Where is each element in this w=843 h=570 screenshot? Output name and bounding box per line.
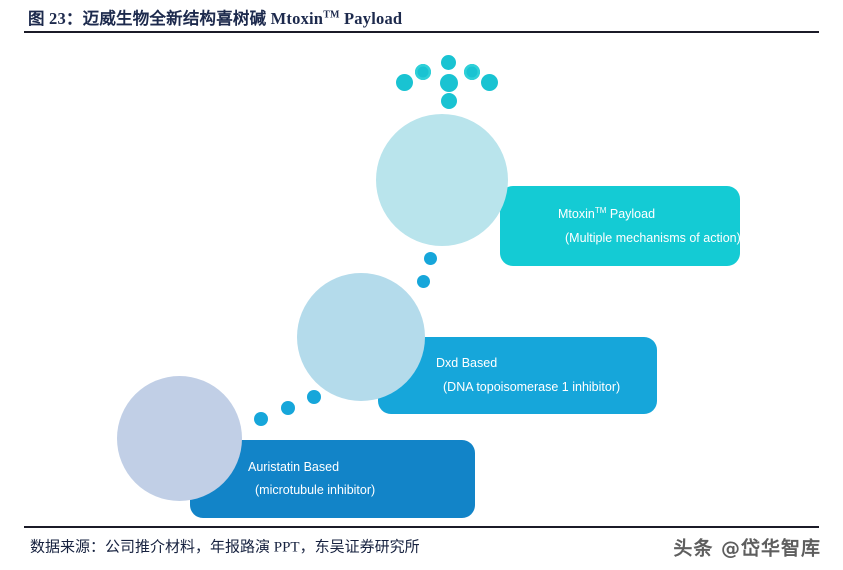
connector-dot-mid-top-b: [417, 275, 430, 288]
connector-dot-bottom-mid-b: [281, 401, 295, 415]
tier-plate-mtoxin[interactable]: MtoxinTM Payload (Multiple mechanisms of…: [500, 186, 741, 266]
trademark-superscript: TM: [594, 206, 607, 216]
burst-dot-top: [441, 55, 456, 70]
tier-label-auristatin: Auristatin Based: [248, 459, 340, 474]
trademark-superscript: TM: [323, 9, 340, 21]
tier-circle-mtoxin: [376, 114, 508, 246]
burst-dot-outer-left: [396, 74, 413, 91]
figure-title-cn: 迈威生物全新结构喜树碱: [82, 9, 267, 28]
tier-plate-dxd[interactable]: Dxd Based (DNA topoisomerase 1 inhibitor…: [378, 337, 657, 414]
figure-title-en: Mtoxin: [270, 9, 324, 28]
connector-dot-mid-top-a: [424, 252, 437, 265]
burst-dot-outer-right: [481, 74, 498, 91]
connector-dot-bottom-mid-a: [307, 390, 321, 404]
footer-divider: [24, 526, 819, 528]
diagram-canvas: MtoxinTM Payload (Multiple mechanisms of…: [0, 36, 843, 522]
tier-label-dxd: Dxd Based: [436, 356, 498, 371]
tier-circle-auristatin: [117, 376, 242, 501]
header-divider: [24, 31, 819, 33]
figure-title-en-tail: Payload: [339, 9, 403, 28]
tier-sublabel-dxd: (DNA topoisomerase 1 inhibitor): [443, 379, 621, 394]
connector-dot-bottom-mid-c: [254, 412, 268, 426]
burst-dot-upper-right: [464, 64, 480, 80]
tier-label-mtoxin: MtoxinTM Payload: [558, 206, 656, 222]
tier-sublabel-auristatin: (microtubule inhibitor): [255, 483, 376, 497]
burst-dot-upper-left: [415, 64, 431, 80]
burst-dot-bottom: [441, 93, 457, 109]
figure-label: 图 23：: [28, 9, 83, 28]
tier-circle-dxd: [297, 273, 425, 401]
tier-sublabel-mtoxin: (Multiple mechanisms of action): [565, 230, 741, 245]
watermark: 头条 @岱华智库: [673, 537, 821, 560]
burst-dot-center: [440, 74, 458, 92]
source-note: 数据来源：公司推介材料，年报路演 PPT，东吴证券研究所: [30, 539, 420, 556]
page-title: 图 23：迈威生物全新结构喜树碱 MtoxinTM Payload: [28, 5, 402, 29]
